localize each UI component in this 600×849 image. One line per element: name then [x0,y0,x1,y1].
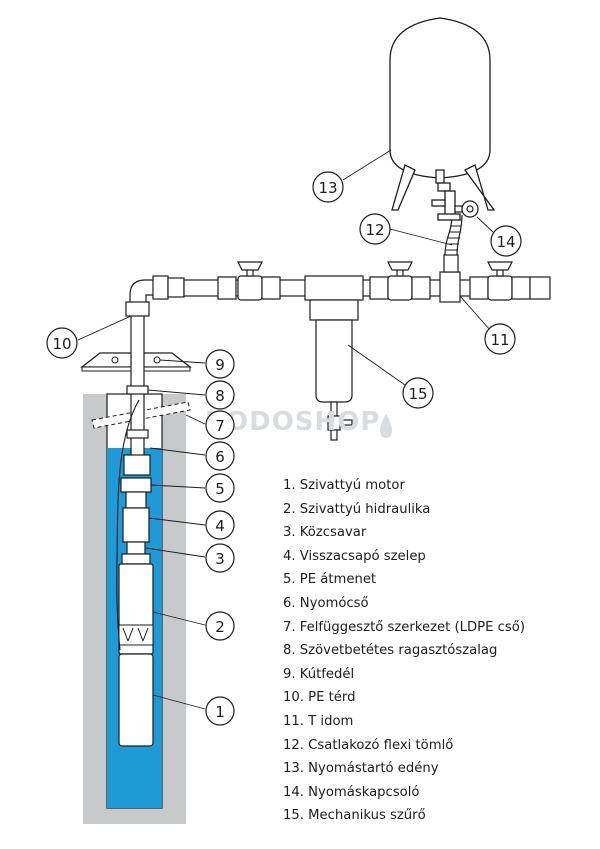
svg-text:9: 9 [215,356,225,374]
callout-8: 8 [205,380,235,410]
callout-7: 7 [205,410,235,440]
leader-lines [77,149,494,710]
svg-text:12: 12 [365,221,384,239]
pe-elbow [125,275,185,317]
svg-text:2: 2 [215,618,225,636]
water-drop-icon [380,414,392,438]
submersible-pump [118,563,154,747]
callout-9: 9 [205,349,235,379]
svg-text:11: 11 [490,331,509,349]
callout-2: 2 [205,611,235,641]
legend-item-11: 11. T idom [283,713,354,729]
legend-item-3: 3. Közcsavar [283,525,367,541]
svg-text:14: 14 [496,233,515,251]
legend-item-6: 6. Nyomócső [283,595,369,611]
svg-text:4: 4 [215,517,225,535]
svg-text:3: 3 [215,550,225,568]
callout-13: 13 [312,171,344,203]
valve-right [469,261,551,301]
parts-legend: 1. Szivattyú motor 2. Szivattyú hidrauli… [283,474,525,828]
legend-item-13: 13. Nyomástartó edény [283,761,439,777]
callout-12: 12 [359,213,391,245]
legend-item-12: 12. Csatlakozó flexi tömlő [283,737,454,753]
legend-item-10: 10. PE térd [283,690,356,706]
callout-6: 6 [205,441,235,471]
legend-item-5: 5. PE átmenet [283,572,377,588]
legend-item-15: 15. Mechanikus szűrő [283,808,426,824]
legend-item-2: 2. Szivattyú hidraulika [283,501,431,517]
pressure-switch [454,200,479,218]
callout-11: 11 [484,323,516,355]
callout-10: 10 [46,327,78,359]
callout-14: 14 [490,225,522,257]
svg-text:6: 6 [215,448,225,466]
flexible-hose [444,214,463,256]
valve-middle [369,261,431,301]
legend-item-8: 8. Szövetbetétes ragasztószalag [283,643,498,659]
legend-item-14: 14. Nyomáskapcsoló [283,784,420,800]
t-fitting [439,254,461,303]
legend-item-4: 4. Visszacsapó szelep [283,548,426,564]
svg-text:5: 5 [215,480,225,498]
callout-15: 15 [402,377,434,409]
callout-1: 1 [205,696,235,726]
valve-left [217,261,281,301]
callout-3: 3 [205,543,235,573]
svg-text:10: 10 [52,335,71,353]
callout-4: 4 [205,510,235,540]
legend-item-1: 1. Szivattyú motor [283,478,405,493]
svg-text:8: 8 [215,387,225,405]
svg-text:15: 15 [408,385,427,403]
callout-5: 5 [205,473,235,503]
riser-pipe [120,311,152,565]
power-cable [116,399,140,651]
svg-text:13: 13 [318,179,337,197]
svg-text:7: 7 [215,417,225,435]
svg-text:1: 1 [215,703,225,721]
mechanical-filter [304,275,364,441]
pressure-vessel [389,17,496,221]
legend-item-9: 9. Kútfedél [283,666,355,682]
legend-item-7: 7. Felfüggesztő szerkezet (LDPE cső) [283,619,525,635]
